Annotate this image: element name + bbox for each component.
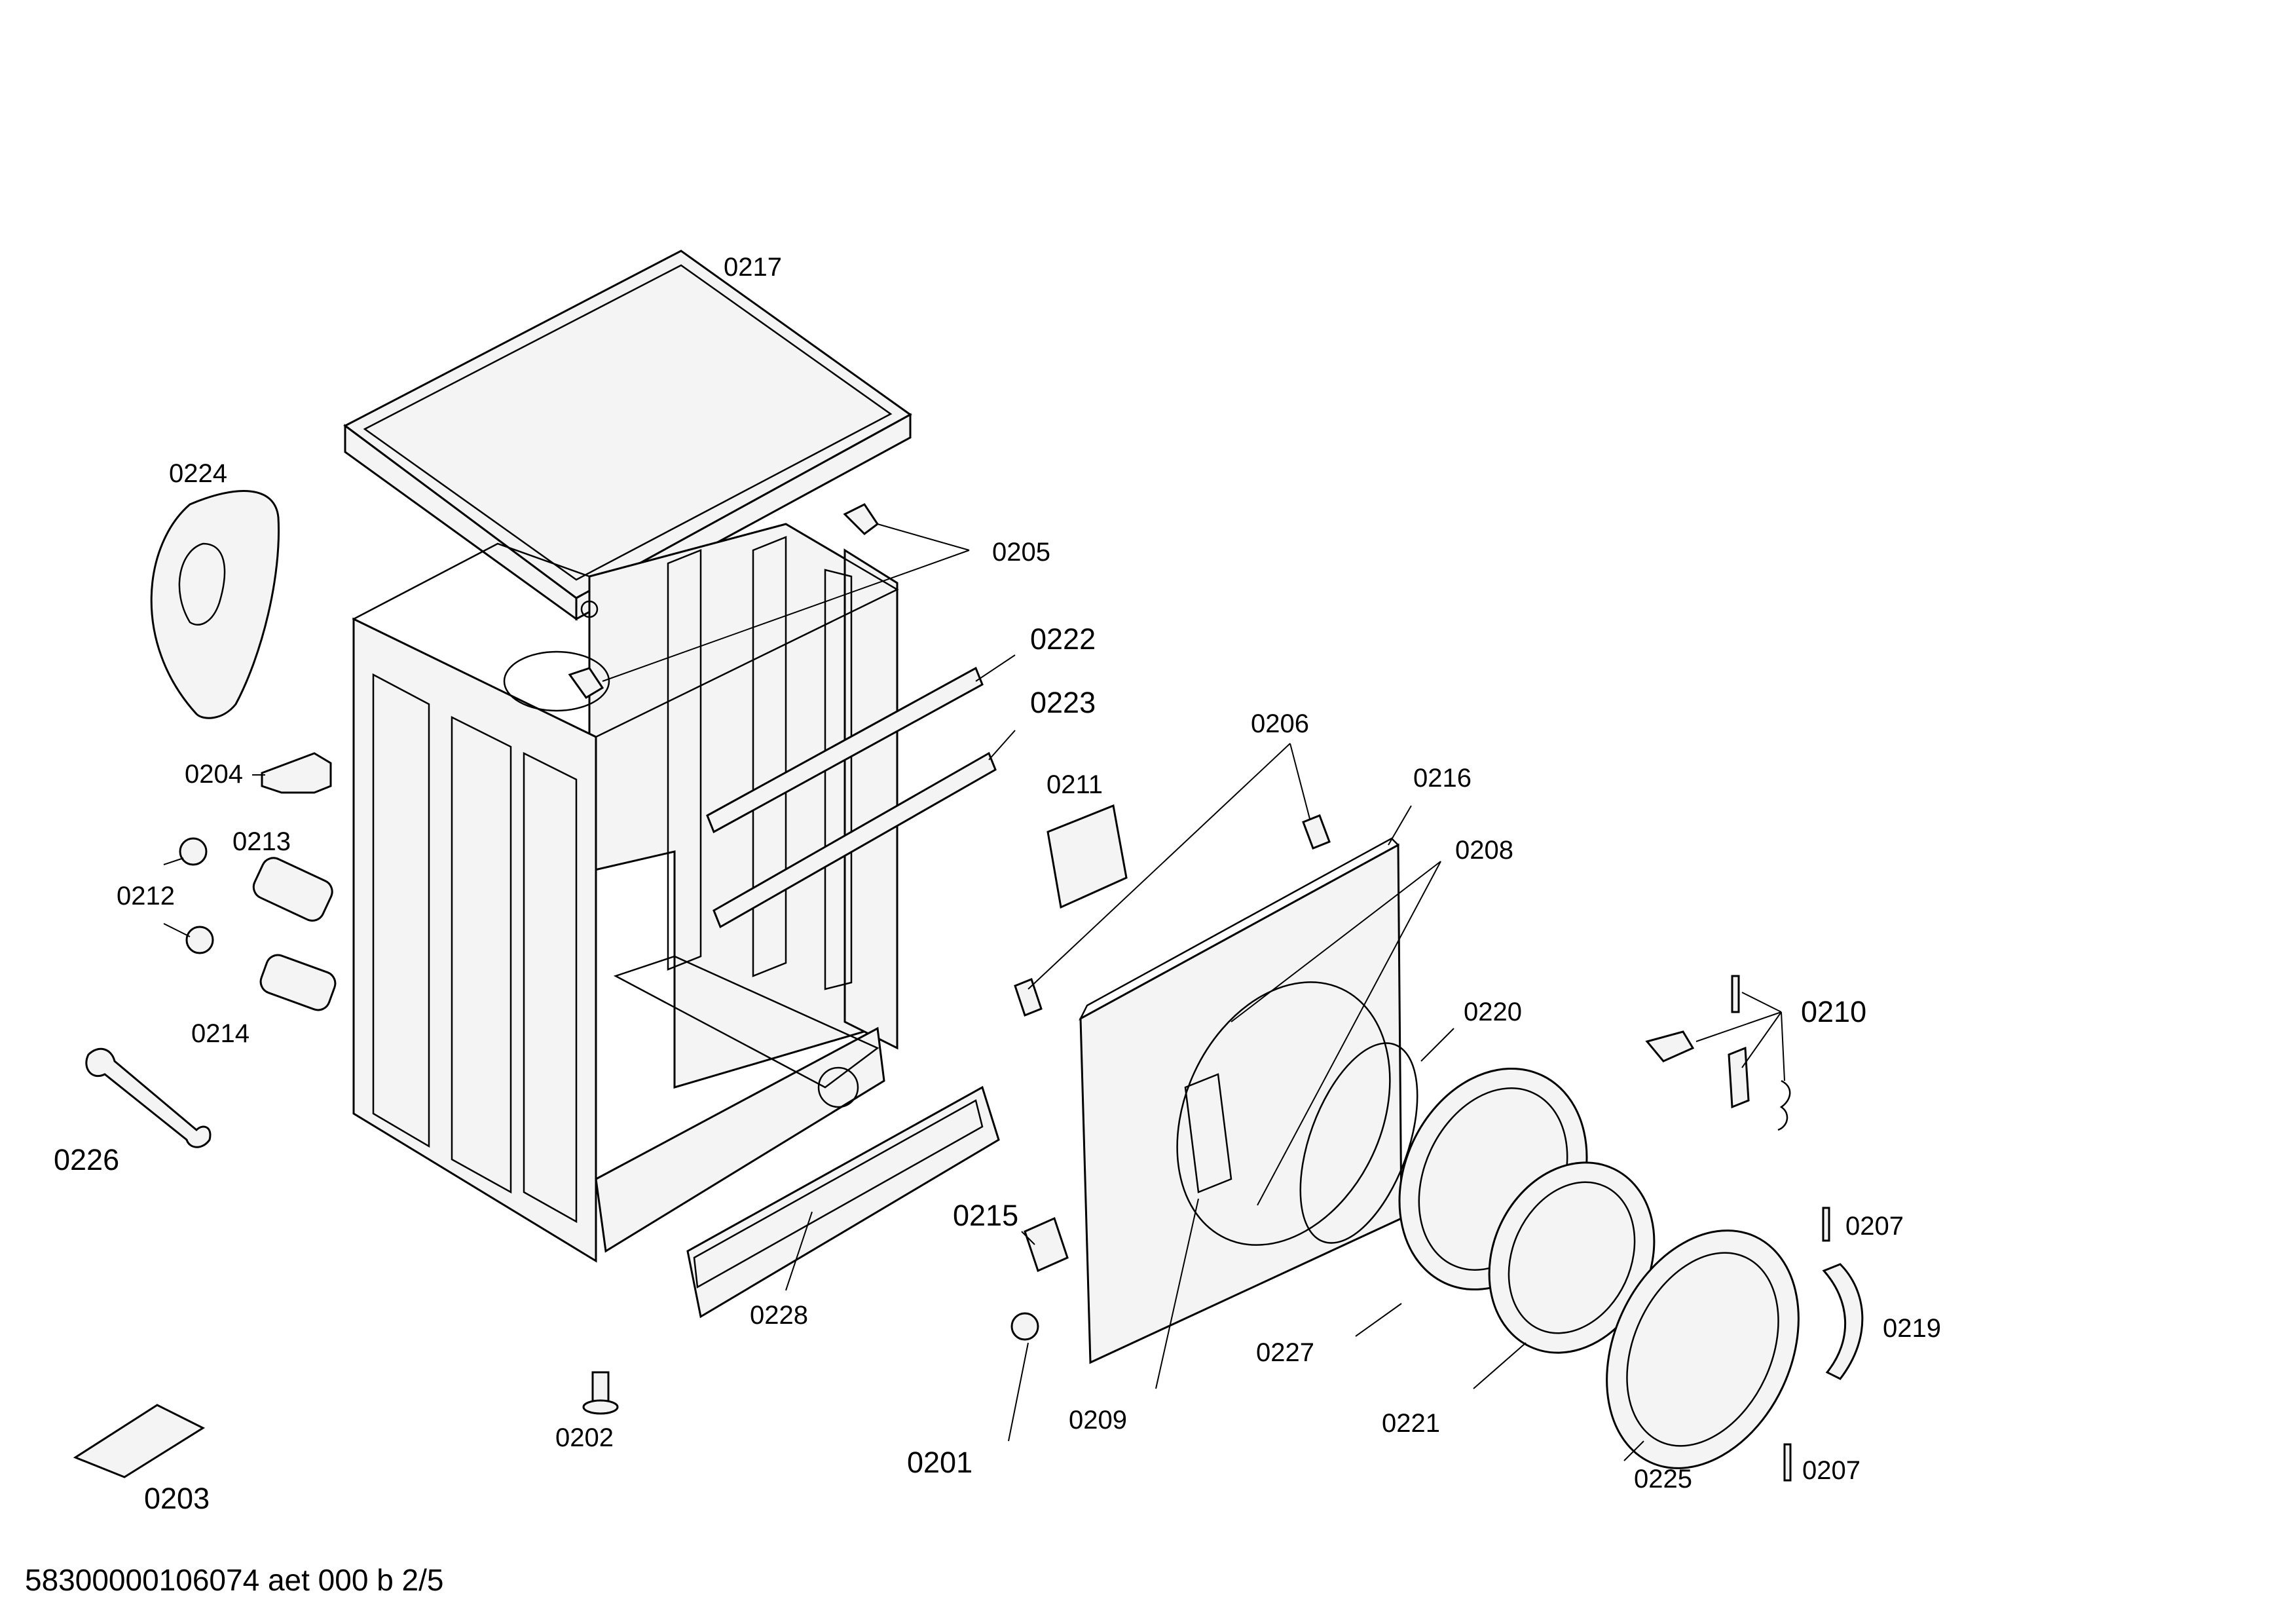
- small-parts-left: [73, 752, 619, 1478]
- drawing-number: 58300000106074 aet 000 b 2/5: [25, 1563, 444, 1597]
- part-label-0204: 0204: [185, 760, 243, 789]
- part-label-0214: 0214: [191, 1019, 250, 1048]
- leader-lines: [163, 523, 1785, 1461]
- part-label-0221: 0221: [1382, 1409, 1440, 1438]
- cabinet-part: [352, 523, 899, 1263]
- part-label-0213: 0213: [232, 827, 291, 856]
- part-label-0206: 0206: [1251, 709, 1309, 738]
- part-label-0203: 0203: [144, 1482, 210, 1515]
- part-label-0216: 0216: [1413, 764, 1472, 793]
- part-label-0223: 0223: [1030, 686, 1096, 719]
- part-label-0210: 0210: [1801, 995, 1867, 1028]
- door-ring-outer-part: [1606, 1229, 1800, 1469]
- front-panel-part: [1079, 837, 1403, 1364]
- part-label-0201: 0201: [907, 1446, 973, 1479]
- part-label-0217: 0217: [724, 253, 782, 282]
- part-label-0207-bottom: 0207: [1802, 1456, 1861, 1485]
- part-label-0227: 0227: [1256, 1338, 1314, 1367]
- small-parts-right: [1645, 975, 1864, 1482]
- drawer-panel-part: [686, 1085, 1000, 1319]
- rail-parts: [706, 666, 997, 929]
- part-label-0205: 0205: [992, 538, 1050, 567]
- part-label-0209: 0209: [1069, 1406, 1127, 1435]
- door-glass-part: [1488, 1161, 1656, 1354]
- part-label-0211: 0211: [1046, 770, 1103, 799]
- rear-cover-part: [150, 490, 280, 719]
- part-label-0226: 0226: [54, 1143, 120, 1176]
- small-parts-middle: [568, 503, 1331, 1341]
- part-label-0222: 0222: [1030, 622, 1096, 656]
- part-label-0219: 0219: [1883, 1314, 1941, 1343]
- part-label-0202: 0202: [555, 1423, 614, 1452]
- part-label-0212: 0212: [117, 882, 175, 910]
- part-label-0220: 0220: [1464, 998, 1522, 1026]
- part-label-0225: 0225: [1634, 1465, 1692, 1493]
- part-label-0207-top: 0207: [1845, 1212, 1904, 1241]
- part-label-0228: 0228: [750, 1301, 808, 1330]
- part-label-0215: 0215: [953, 1199, 1019, 1232]
- part-label-0224: 0224: [169, 459, 227, 488]
- part-label-0208: 0208: [1455, 836, 1513, 865]
